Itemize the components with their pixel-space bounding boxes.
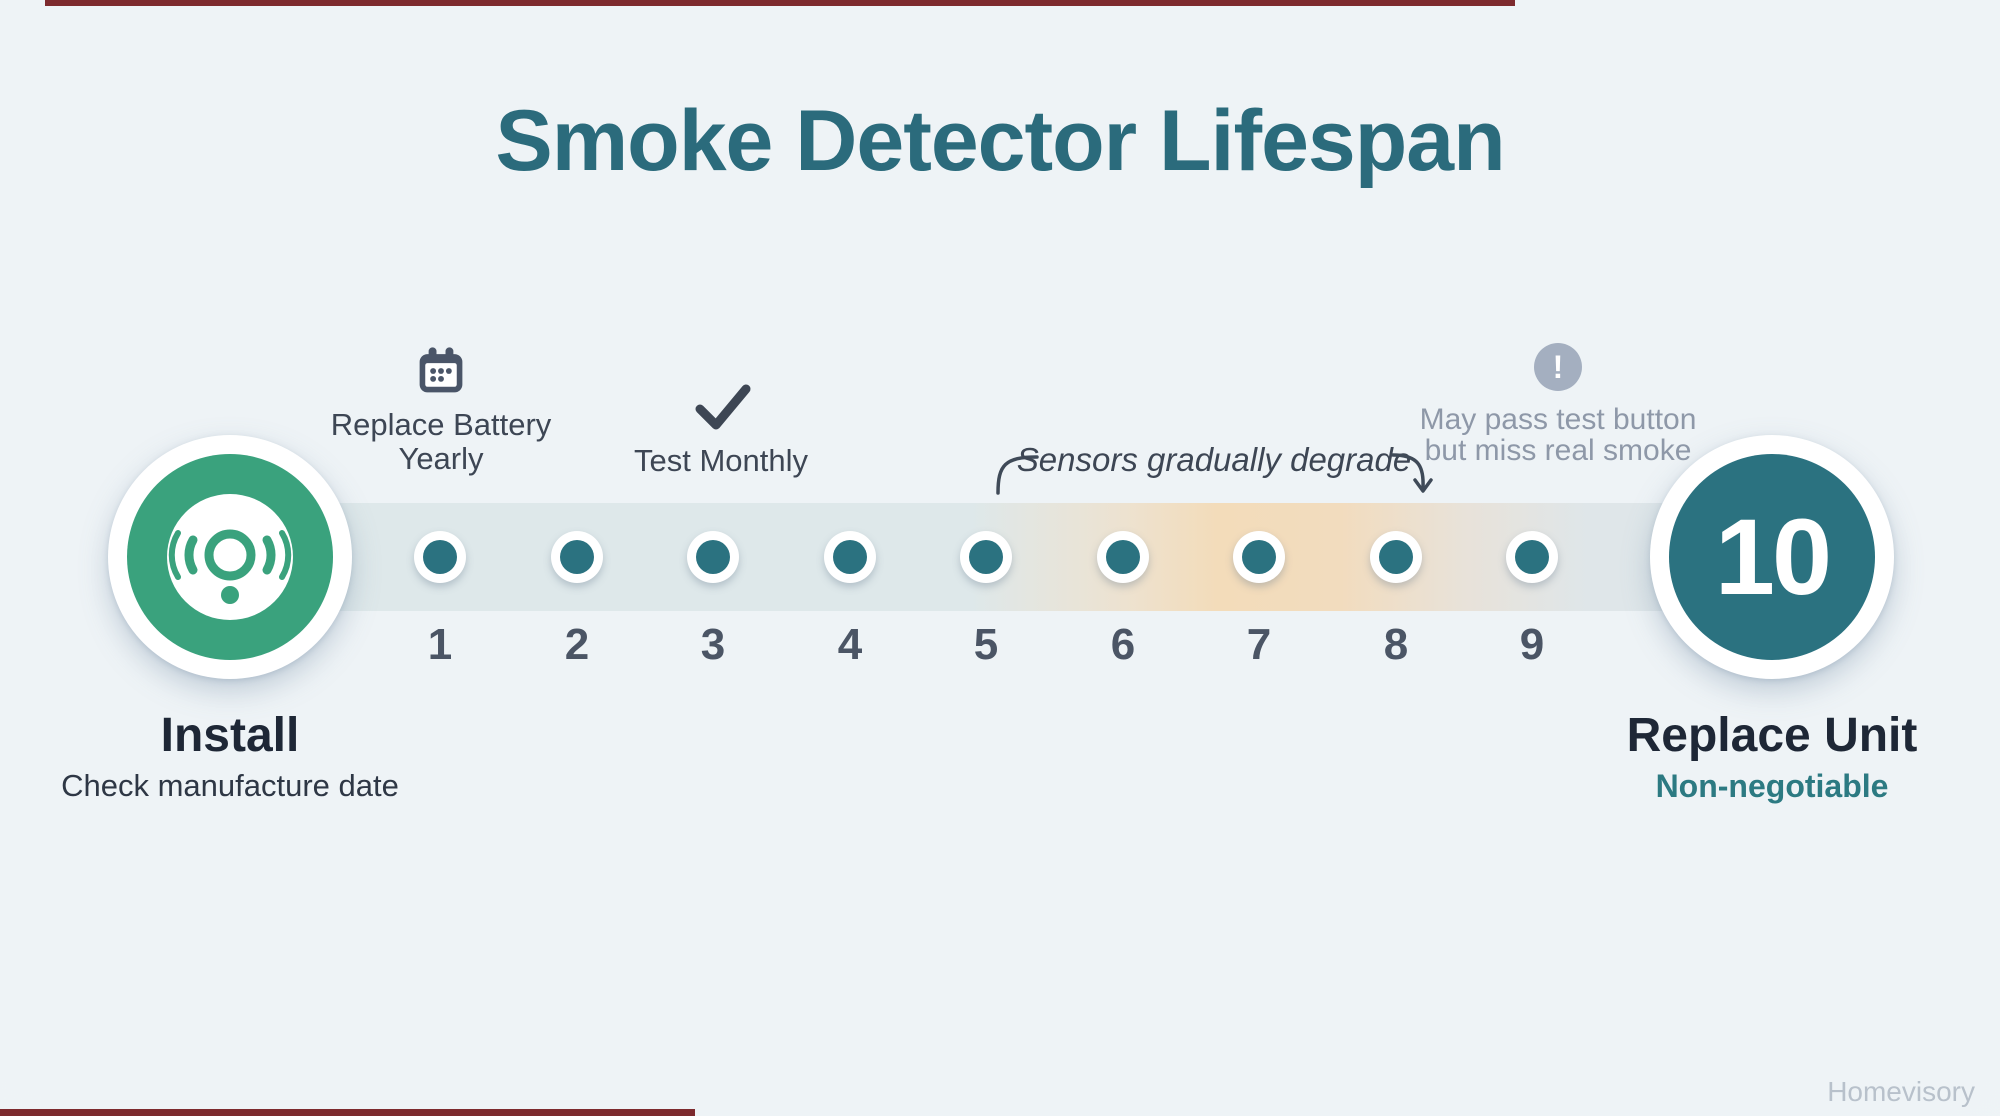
year-10-value: 10 xyxy=(1714,496,1832,617)
page-title: Smoke Detector Lifespan xyxy=(495,93,1505,189)
year-label-7: 7 xyxy=(1246,620,1272,669)
replace-disc: 10 xyxy=(1669,454,1875,660)
bottom-red-bar xyxy=(0,1109,695,1116)
year-dot-6 xyxy=(1097,531,1149,583)
degrade-arrow-icon xyxy=(1390,447,1438,497)
year-label-4: 4 xyxy=(837,620,863,669)
calendar-icon xyxy=(414,344,468,398)
battery-annotation: Replace Battery Yearly xyxy=(241,408,641,476)
year-label-8: 8 xyxy=(1383,620,1409,669)
replace-node: 10 xyxy=(1650,435,1894,679)
year-label-2: 2 xyxy=(564,620,590,669)
warning-line-2: but miss real smoke xyxy=(1424,434,1692,467)
top-red-bar xyxy=(45,0,1515,6)
year-label-9: 9 xyxy=(1519,620,1545,669)
replace-unit-label: Replace Unit xyxy=(1626,709,1918,762)
battery-line-1: Replace Battery xyxy=(330,407,552,442)
non-negotiable-label: Non-negotiable xyxy=(1655,768,1889,804)
year-dot-4 xyxy=(824,531,876,583)
battery-line-2: Yearly xyxy=(398,441,484,476)
install-node xyxy=(108,435,352,679)
year-dot-7 xyxy=(1233,531,1285,583)
install-sublabel: Check manufacture date xyxy=(61,768,399,803)
smoke-detector-glyph xyxy=(168,529,292,604)
year-label-6: 6 xyxy=(1110,620,1136,669)
year-label-5: 5 xyxy=(973,620,999,669)
year-label-3: 3 xyxy=(700,620,726,669)
test-monthly-label: Test Monthly xyxy=(633,443,808,478)
checkmark-icon xyxy=(690,382,754,432)
degrade-hook-line xyxy=(993,449,1041,497)
year-dot-1 xyxy=(414,531,466,583)
warning-annotation: May pass test button but miss real smoke xyxy=(1358,404,1758,466)
year-label-1: 1 xyxy=(427,620,453,669)
watermark: Homevisory xyxy=(1827,1076,1975,1107)
alert-icon: ! xyxy=(1534,343,1582,391)
year-dot-9 xyxy=(1506,531,1558,583)
year-dot-5 xyxy=(960,531,1012,583)
warning-line-1: May pass test button xyxy=(1419,403,1697,436)
year-dot-8 xyxy=(1370,531,1422,583)
degrade-label: Sensors gradually degrade xyxy=(1016,441,1412,478)
smoke-detector-icon xyxy=(167,494,293,620)
year-dot-2 xyxy=(551,531,603,583)
install-disc xyxy=(127,454,333,660)
year-dot-3 xyxy=(687,531,739,583)
install-label: Install xyxy=(160,709,300,762)
